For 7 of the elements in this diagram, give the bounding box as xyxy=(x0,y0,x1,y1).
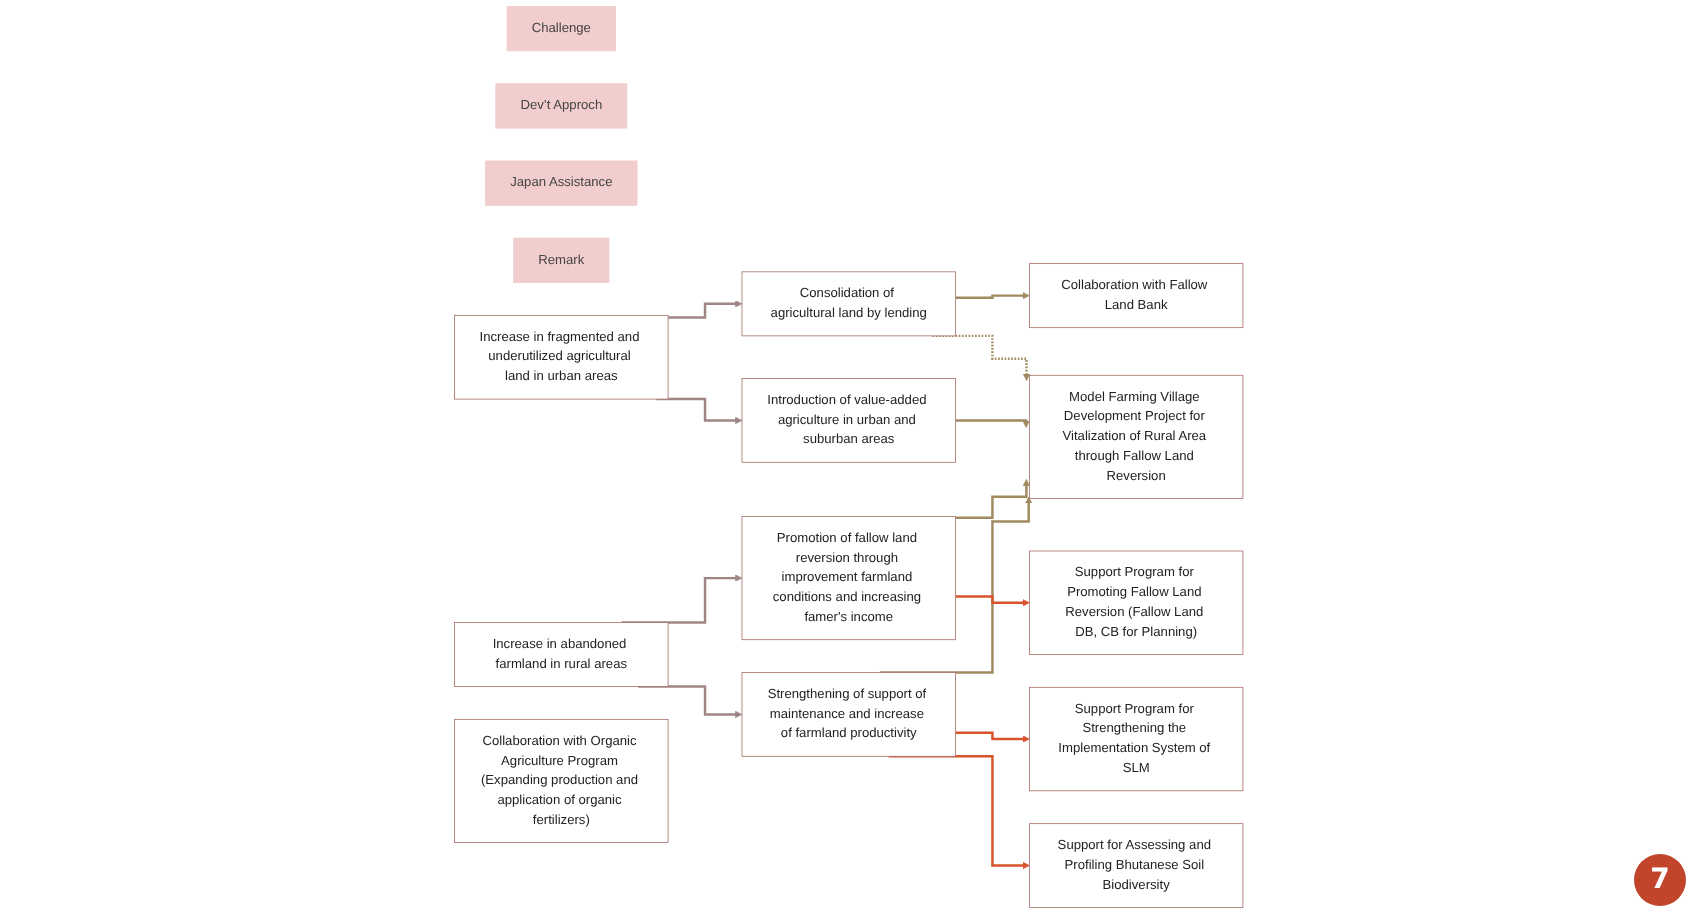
page-number: 7 xyxy=(1634,854,1686,906)
arrow xyxy=(955,595,1030,607)
arrow xyxy=(955,292,1030,300)
arrow xyxy=(955,731,1030,743)
arrow xyxy=(668,300,743,319)
arrow xyxy=(955,479,1031,519)
arrow xyxy=(955,419,1030,428)
